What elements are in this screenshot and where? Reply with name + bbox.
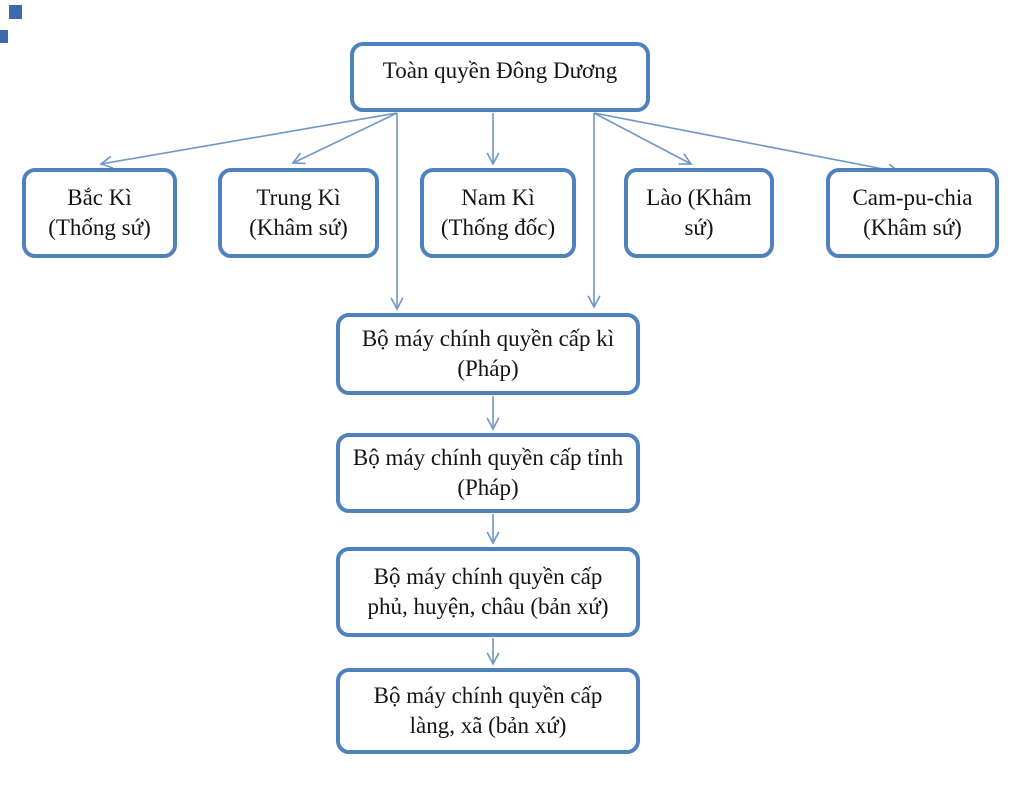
node-label-line2: (Thống sứ)	[48, 215, 151, 240]
node-label-line2: (Khâm sứ)	[863, 215, 962, 240]
node-label-line2: phủ, huyện, châu (bản xứ)	[367, 594, 609, 619]
node-campuchia: Cam-pu-chia (Khâm sứ)	[826, 168, 999, 258]
node-label-line2: sứ)	[684, 215, 714, 240]
node-label-line1: Nam Kì	[461, 185, 535, 210]
node-label-line2: (Thống đốc)	[440, 215, 556, 240]
node-label-line1: Bộ máy chính quyền cấp tỉnh	[352, 445, 624, 470]
node-label-line1: Trung Kì	[256, 185, 341, 210]
edge-governor-lao	[593, 112, 693, 165]
node-label-line2: (Khâm sứ)	[249, 215, 348, 240]
node-label-line1: Bộ máy chính quyền cấp	[373, 564, 603, 589]
node-nam-ki: Nam Kì (Thống đốc)	[420, 168, 576, 258]
node-label-line1: Bắc Kì	[67, 185, 132, 210]
node-label-line1: Cam-pu-chia	[852, 185, 973, 210]
node-label-line2: làng, xã (bản xứ)	[409, 713, 567, 738]
node-label: Toàn quyền Đông Dương	[382, 58, 618, 83]
edge-governor-trungki	[291, 112, 398, 165]
image-artifact-square-1	[9, 5, 22, 19]
image-artifact-square-2	[0, 30, 8, 43]
node-lao: Lào (Khâm sứ)	[624, 168, 774, 258]
node-label-line2: (Pháp)	[457, 475, 519, 500]
node-label-line1: Bộ máy chính quyền cấp kì	[361, 326, 615, 351]
node-governor-general: Toàn quyền Đông Dương	[350, 42, 650, 112]
node-government-level-lang-xa: Bộ máy chính quyền cấp làng, xã (bản xứ)	[336, 668, 640, 754]
node-label-line1: Lào (Khâm	[646, 185, 752, 210]
node-trung-ki: Trung Kì (Khâm sứ)	[218, 168, 379, 258]
node-government-level-ki: Bộ máy chính quyền cấp kì (Pháp)	[336, 313, 640, 395]
node-government-level-phu-huyen-chau: Bộ máy chính quyền cấp phủ, huyện, châu …	[336, 547, 640, 637]
node-label-line2: (Pháp)	[457, 356, 519, 381]
edge-governor-backi	[99, 112, 398, 169]
node-government-level-tinh: Bộ máy chính quyền cấp tỉnh (Pháp)	[336, 433, 640, 513]
edge-governor-campuchia	[593, 112, 901, 177]
node-bac-ki: Bắc Kì (Thống sứ)	[22, 168, 177, 258]
node-label-line1: Bộ máy chính quyền cấp	[373, 683, 603, 708]
